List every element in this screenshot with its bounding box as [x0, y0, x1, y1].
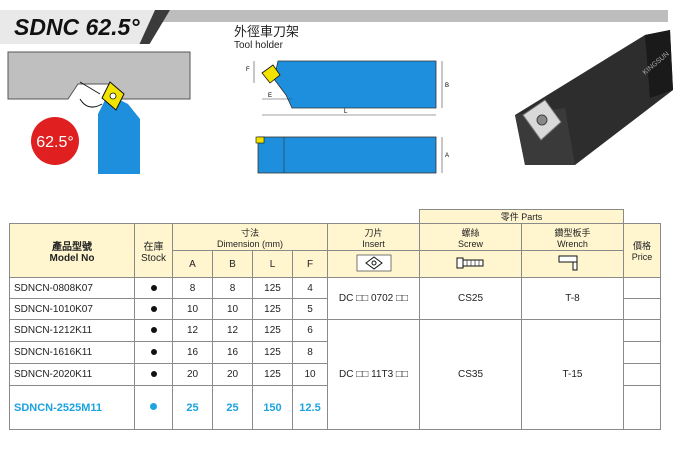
table-row-model: SDNCN-2020K11	[9, 363, 135, 386]
dim-e-label: E	[268, 93, 272, 99]
table-cell-f: 10	[292, 363, 328, 386]
wrench-header-en: Wrench	[557, 238, 588, 249]
wrench-cell: T-8	[521, 277, 624, 320]
stock-dot-icon	[134, 385, 173, 430]
model-header: 產品型號 Model No	[9, 223, 135, 278]
table-cell-f: 4	[292, 277, 328, 299]
insert-cell: DC □□ 0702 □□	[327, 277, 420, 320]
dim-col-l: L	[252, 250, 293, 278]
stock-dot-icon	[134, 298, 173, 320]
price-cell	[623, 363, 661, 386]
table-cell-a: 12	[172, 319, 213, 342]
wrench-header-cn: 鑽型板手	[554, 227, 591, 238]
angle-badge	[31, 117, 79, 165]
page-title: SDNC 62.5°	[14, 14, 140, 40]
insert-cell: DC □□ 11T3 □□	[327, 319, 420, 430]
stock-dot-icon	[134, 363, 173, 386]
table-cell-a: 20	[172, 363, 213, 386]
table-cell-b: 25	[212, 385, 253, 430]
wrench-header: 鑽型板手 Wrench	[521, 223, 624, 251]
table-cell-b: 20	[212, 363, 253, 386]
table-cell-f: 5	[292, 298, 328, 320]
insert-top-icon	[261, 64, 281, 84]
stock-header-cn: 在庫	[143, 241, 164, 253]
price-header-cn: 價格	[632, 241, 651, 251]
table-row-model: SDNCN-1212K11	[9, 319, 135, 342]
stock-dot-icon	[134, 341, 173, 364]
wrench-cell: T-15	[521, 319, 624, 430]
specification-table: 零件 Parts 產品型號 Model No 在庫 Stock 寸法 Dimen…	[9, 209, 661, 430]
table-cell-f: 12.5	[292, 385, 328, 430]
table-cell-a: 10	[172, 298, 213, 320]
table-row-model: SDNCN-0808K07	[9, 277, 135, 299]
screw-header: 螺絲 Screw	[419, 223, 522, 251]
table-cell-a: 8	[172, 277, 213, 299]
table-cell-b: 10	[212, 298, 253, 320]
dim-col-f: F	[292, 250, 328, 278]
dim-f-label: F	[246, 67, 250, 73]
model-header-en: Model No	[49, 252, 95, 264]
header-banner: SDNC 62.5°	[0, 10, 668, 44]
insert-header-cn: 刀片	[364, 227, 383, 238]
dim-col-a: A	[172, 250, 213, 278]
tool-holder-drawing: F B E L A	[246, 60, 449, 174]
angle-badge-label: 62.5°	[36, 134, 74, 151]
banner-light-shape	[0, 10, 155, 44]
table-cell-b: 16	[212, 341, 253, 364]
table-cell-l: 125	[252, 277, 293, 299]
banner-grey-stripe	[150, 10, 668, 22]
price-header: 價格 Price	[623, 223, 661, 278]
model-header-cn: 產品型號	[52, 241, 92, 253]
price-cell	[623, 319, 661, 342]
tool-holder-title-en: Tool holder	[234, 40, 283, 51]
table-cell-l: 125	[252, 341, 293, 364]
price-cell	[623, 385, 661, 430]
dim-b-label: B	[445, 83, 449, 89]
stock-dot-icon	[134, 277, 173, 299]
dimension-header-cn: 寸法	[240, 227, 259, 238]
table-row-model: SDNCN-1010K07	[9, 298, 135, 320]
table-cell-b: 8	[212, 277, 253, 299]
table-cell-l: 125	[252, 319, 293, 342]
price-header-en: Price	[631, 252, 653, 262]
table-cell-l: 150	[252, 385, 293, 430]
screw-cell: CS25	[419, 277, 522, 320]
product-photo: KINGSUN	[515, 30, 673, 165]
insert-shape-icon	[327, 250, 420, 278]
table-cell-l: 125	[252, 363, 293, 386]
table-cell-a: 16	[172, 341, 213, 364]
price-cell	[623, 341, 661, 364]
dimension-header-en: Dimension (mm)	[216, 238, 283, 249]
insert-header: 刀片 Insert	[327, 223, 420, 251]
stock-dot-icon	[134, 319, 173, 342]
wrench-shape-icon	[521, 250, 624, 278]
dim-l-label: L	[344, 109, 348, 115]
table-cell-f: 6	[292, 319, 328, 342]
table-cell-a: 25	[172, 385, 213, 430]
price-cell	[623, 277, 661, 299]
tool-holder-title-cn: 外徑車刀架	[234, 25, 300, 40]
dim-a-label: A	[445, 153, 449, 159]
screw-shape-icon	[419, 250, 522, 278]
stock-header: 在庫 Stock	[134, 223, 173, 278]
insert-header-en: Insert	[362, 238, 385, 249]
price-cell	[623, 298, 661, 320]
dim-col-b: B	[212, 250, 253, 278]
cutting-angle-diagram: 62.5°	[7, 51, 191, 174]
screw-header-cn: 螺絲	[461, 227, 480, 238]
stock-header-en: Stock	[140, 252, 166, 264]
screw-header-en: Screw	[457, 238, 483, 249]
dimension-header: 寸法 Dimension (mm)	[172, 223, 328, 251]
screw-cell: CS35	[419, 319, 522, 430]
table-cell-f: 8	[292, 341, 328, 364]
parts-header: 零件 Parts	[419, 209, 624, 224]
table-row-model: SDNCN-1616K11	[9, 341, 135, 364]
table-cell-b: 12	[212, 319, 253, 342]
table-row-model-highlight: SDNCN-2525M11	[9, 385, 135, 430]
table-cell-l: 125	[252, 298, 293, 320]
